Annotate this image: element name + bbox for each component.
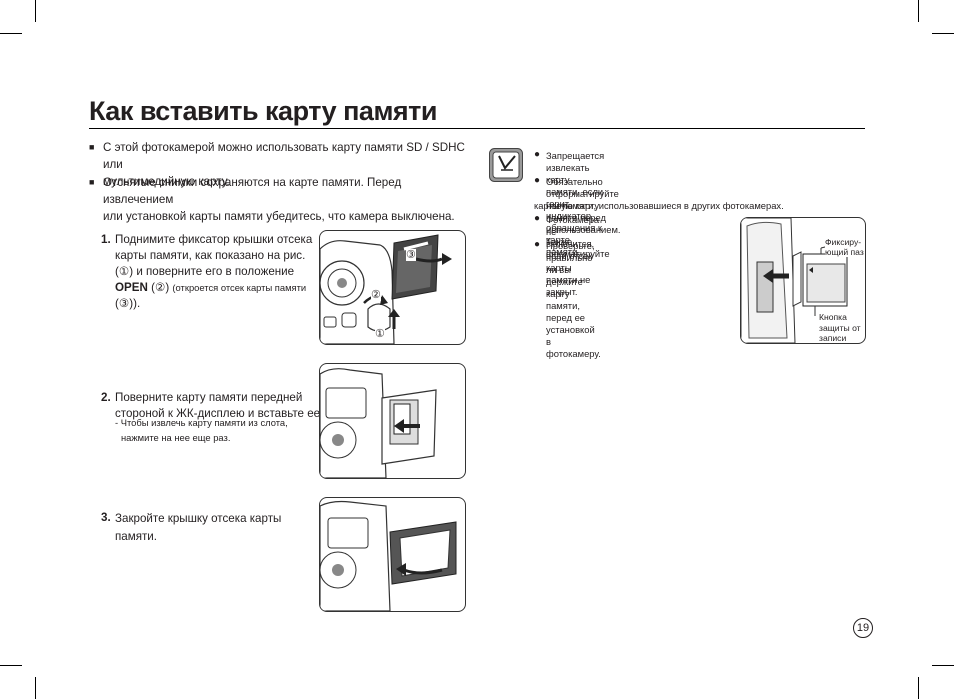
note-line: - Чтобы извлечь карту памяти из слота,	[115, 417, 288, 428]
note-line: карты памяти не закрыт.	[546, 262, 591, 297]
label-line: Фиксиру-	[825, 237, 862, 247]
label-line: ющий паз	[825, 247, 864, 257]
step-line: Поднимите фиксатор крышки отсека	[115, 233, 313, 246]
crop-mark	[932, 33, 954, 34]
crop-mark	[35, 0, 36, 22]
step-number: 2.	[101, 391, 111, 404]
note-line: обращения к карте памяти.	[546, 222, 603, 257]
bullet-line: мультимедийную карту.	[103, 175, 230, 188]
page-number: 19	[853, 618, 873, 638]
title-rule	[89, 128, 865, 129]
note-line: карту памяти, перед ее установкой в	[546, 288, 595, 347]
note-marker: ●	[534, 175, 541, 186]
bullet-line: или установкой карты памяти убедитесь, ч…	[103, 210, 455, 223]
camera-card-insert-drawing	[320, 368, 437, 478]
note-line: использованием. Также форматируйте	[546, 224, 621, 259]
note-marker: ●	[534, 239, 541, 250]
step-2-note: - Чтобы извлечь карту памяти из слота, н…	[115, 415, 288, 445]
crop-mark	[0, 665, 22, 666]
note-line: Проверьте, правильно ли вы держите	[546, 240, 595, 287]
illustration-open-cover: ③ ② ①	[319, 230, 466, 345]
step-line: стороной к ЖК-дисплею и вставьте ее.	[115, 407, 324, 420]
pencil-note-icon	[489, 148, 523, 182]
camera-back-drawing	[320, 234, 452, 344]
page-title: Как вставить карту памяти	[89, 96, 438, 126]
crop-mark	[918, 0, 919, 22]
camera-close-cover-drawing	[320, 500, 457, 611]
step-line: карты памяти, как показано на рис.	[115, 249, 306, 262]
note-marker: ●	[534, 149, 541, 160]
step-line: Поверните карту памяти передней	[115, 391, 303, 404]
label-line: записи	[819, 333, 847, 343]
note-marker: ●	[534, 213, 541, 224]
bullet-marker: ■	[89, 142, 95, 152]
step-line: Закройте крышку отсека карты	[115, 512, 282, 525]
callout-3: ③	[406, 249, 416, 261]
bullet-marker: ■	[89, 177, 95, 187]
step-number: 3.	[101, 511, 111, 524]
note-line: Обязательно отформатируйте новую карту п…	[546, 176, 619, 223]
label-line: защиты от	[819, 322, 861, 333]
step-line: (①) и поверните его в положение	[115, 265, 295, 278]
protect-label: Кнопка защиты от записи	[819, 312, 861, 343]
illustration-memory-card: Фиксиру- ющий паз Кнопка защиты от запис…	[740, 217, 866, 344]
step-line-part: (②)	[147, 281, 173, 294]
step-line: (③)).	[115, 297, 141, 310]
note-line: Запрещается извлекать карту памяти, если…	[546, 150, 605, 221]
open-label: OPEN	[115, 281, 148, 294]
illustration-close-cover	[319, 497, 466, 612]
note-line: Фотокамера не включится, если отсек	[546, 214, 600, 261]
bullet-line: Отснятые снимки сохраняются на карте пам…	[103, 176, 402, 206]
crop-mark	[918, 677, 919, 699]
label-line: Кнопка	[819, 312, 847, 322]
step-line: OPEN (②) (откроется отсек карты памяти	[115, 280, 312, 296]
crop-mark	[0, 33, 22, 34]
crop-mark	[35, 677, 36, 699]
illustration-insert-card	[319, 363, 466, 479]
bullet-line: С этой фотокамерой можно использовать ка…	[103, 141, 465, 171]
step-number: 1.	[101, 233, 111, 246]
step-line: памяти.	[115, 530, 157, 543]
note-line: нажмите на нее еще раз.	[121, 432, 231, 443]
callout-2: ②	[371, 289, 381, 301]
note-icon	[489, 148, 523, 182]
note-line: фотокамеру.	[546, 348, 601, 359]
crop-mark	[932, 665, 954, 666]
memory-card-drawing	[741, 218, 848, 343]
callout-1: ①	[375, 328, 385, 340]
note-line-outdented: карты памяти, использовавшиеся в других …	[534, 200, 784, 211]
step-note: (откроется отсек карты памяти	[172, 282, 307, 293]
latch-label: Фиксиру- ющий паз	[825, 237, 864, 257]
